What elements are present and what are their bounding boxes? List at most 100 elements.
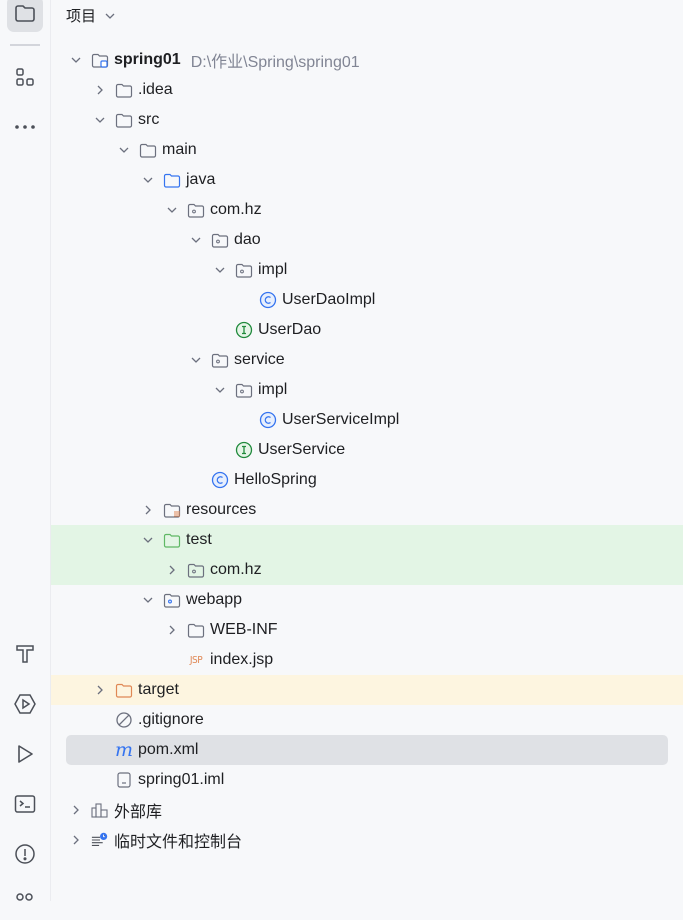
tree-row[interactable]: java	[51, 165, 683, 195]
tree-row[interactable]: UserDao	[51, 315, 683, 345]
chevron-right-icon[interactable]	[140, 502, 156, 518]
package-icon	[211, 231, 229, 249]
arrow-spacer	[164, 652, 180, 668]
build-icon[interactable]	[7, 636, 43, 672]
chevron-down-icon[interactable]	[212, 262, 228, 278]
arrow-spacer	[92, 712, 108, 728]
project-icon[interactable]	[7, 0, 43, 32]
module-folder-icon	[91, 51, 109, 69]
chevron-down-icon[interactable]	[140, 172, 156, 188]
chevron-right-icon[interactable]	[164, 622, 180, 638]
tree-item-label: impl	[258, 261, 288, 278]
tree-row[interactable]: src	[51, 105, 683, 135]
chevron-down-icon[interactable]	[140, 532, 156, 548]
chevron-right-icon[interactable]	[68, 802, 84, 818]
chevron-down-icon[interactable]	[188, 232, 204, 248]
arrow-spacer	[236, 292, 252, 308]
tree-item-label: impl	[258, 381, 288, 398]
ignore-icon	[115, 711, 133, 729]
tree-item-label: dao	[234, 231, 261, 248]
chevron-down-icon[interactable]	[68, 52, 84, 68]
jsp-icon: JSP	[189, 654, 203, 666]
arrow-spacer	[92, 772, 108, 788]
package-icon	[235, 381, 253, 399]
more-icon[interactable]	[7, 109, 43, 145]
tool-window-rail	[0, 0, 51, 901]
panel-header[interactable]: 项目	[66, 4, 116, 26]
tree-item-label: java	[186, 171, 216, 188]
tree-row[interactable]: .gitignore	[51, 705, 683, 735]
iml-icon	[115, 771, 133, 789]
tree-item-label: .idea	[138, 81, 173, 98]
chevron-down-icon[interactable]	[164, 202, 180, 218]
tree-row[interactable]: UserServiceImpl	[51, 405, 683, 435]
class-icon	[259, 291, 277, 309]
structure-icon[interactable]	[7, 59, 43, 95]
class-icon	[259, 411, 277, 429]
tree-row[interactable]: main	[51, 135, 683, 165]
arrow-spacer	[212, 442, 228, 458]
web-folder-icon	[163, 591, 181, 609]
arrow-spacer	[188, 472, 204, 488]
chevron-down-icon[interactable]	[188, 352, 204, 368]
tree-row[interactable]: test	[51, 525, 683, 555]
tree-row[interactable]: HelloSpring	[51, 465, 683, 495]
chevron-right-icon[interactable]	[92, 682, 108, 698]
tree-row[interactable]: com.hz	[51, 555, 683, 585]
tree-row[interactable]: spring01.iml	[51, 765, 683, 795]
tree-item-label: pom.xml	[138, 741, 199, 758]
chevron-down-icon[interactable]	[212, 382, 228, 398]
chevron-down-icon[interactable]	[116, 142, 132, 158]
test-folder-icon	[163, 531, 181, 549]
source-folder-icon	[163, 171, 181, 189]
chevron-right-icon[interactable]	[164, 562, 180, 578]
package-icon	[211, 351, 229, 369]
package-icon	[187, 201, 205, 219]
tree-row[interactable]: 临时文件和控制台	[51, 825, 683, 855]
excluded-folder-icon	[115, 681, 133, 699]
tree-row[interactable]: impl	[51, 375, 683, 405]
arrow-spacer	[212, 322, 228, 338]
tree-item-label: src	[138, 111, 160, 128]
tree-item-label: 外部库	[114, 804, 163, 821]
tree-item-label: spring01.iml	[138, 771, 225, 788]
chevron-down-icon[interactable]	[140, 592, 156, 608]
tree-row[interactable]: resources	[51, 495, 683, 525]
chevron-down-icon[interactable]	[104, 7, 116, 24]
chevron-down-icon[interactable]	[92, 112, 108, 128]
tree-row[interactable]: target	[51, 675, 683, 705]
terminal-icon[interactable]	[7, 786, 43, 822]
tree-row[interactable]: UserDaoImpl	[51, 285, 683, 315]
tree-item-label: test	[186, 531, 212, 548]
tree-row[interactable]: 外部库	[51, 795, 683, 825]
folder-icon	[139, 141, 157, 159]
tree-item-label: UserService	[258, 441, 346, 458]
services-icon[interactable]	[7, 686, 43, 722]
tree-row[interactable]: .idea	[51, 75, 683, 105]
tree-row[interactable]: JSP index.jsp	[51, 645, 683, 675]
run-icon[interactable]	[7, 736, 43, 772]
problems-icon[interactable]	[7, 836, 43, 872]
tree-row[interactable]: impl	[51, 255, 683, 285]
tree-row[interactable]: dao	[51, 225, 683, 255]
tree-item-label: index.jsp	[210, 651, 274, 668]
tree-row[interactable]: webapp	[51, 585, 683, 615]
class-icon	[211, 471, 229, 489]
tree-row[interactable]: com.hz	[51, 195, 683, 225]
tree-item-label: target	[138, 681, 179, 698]
resources-folder-icon	[163, 501, 181, 519]
tree-row[interactable]: service	[51, 345, 683, 375]
rail-divider	[10, 44, 40, 46]
package-icon	[235, 261, 253, 279]
tree-row[interactable]: UserService	[51, 435, 683, 465]
chevron-right-icon[interactable]	[92, 82, 108, 98]
tree-item-label: HelloSpring	[234, 471, 317, 488]
tree-item-label: spring01	[114, 51, 181, 68]
tree-item-label: 临时文件和控制台	[114, 834, 243, 851]
people-icon[interactable]	[7, 884, 43, 920]
chevron-right-icon[interactable]	[68, 832, 84, 848]
tree-row[interactable]: WEB-INF	[51, 615, 683, 645]
